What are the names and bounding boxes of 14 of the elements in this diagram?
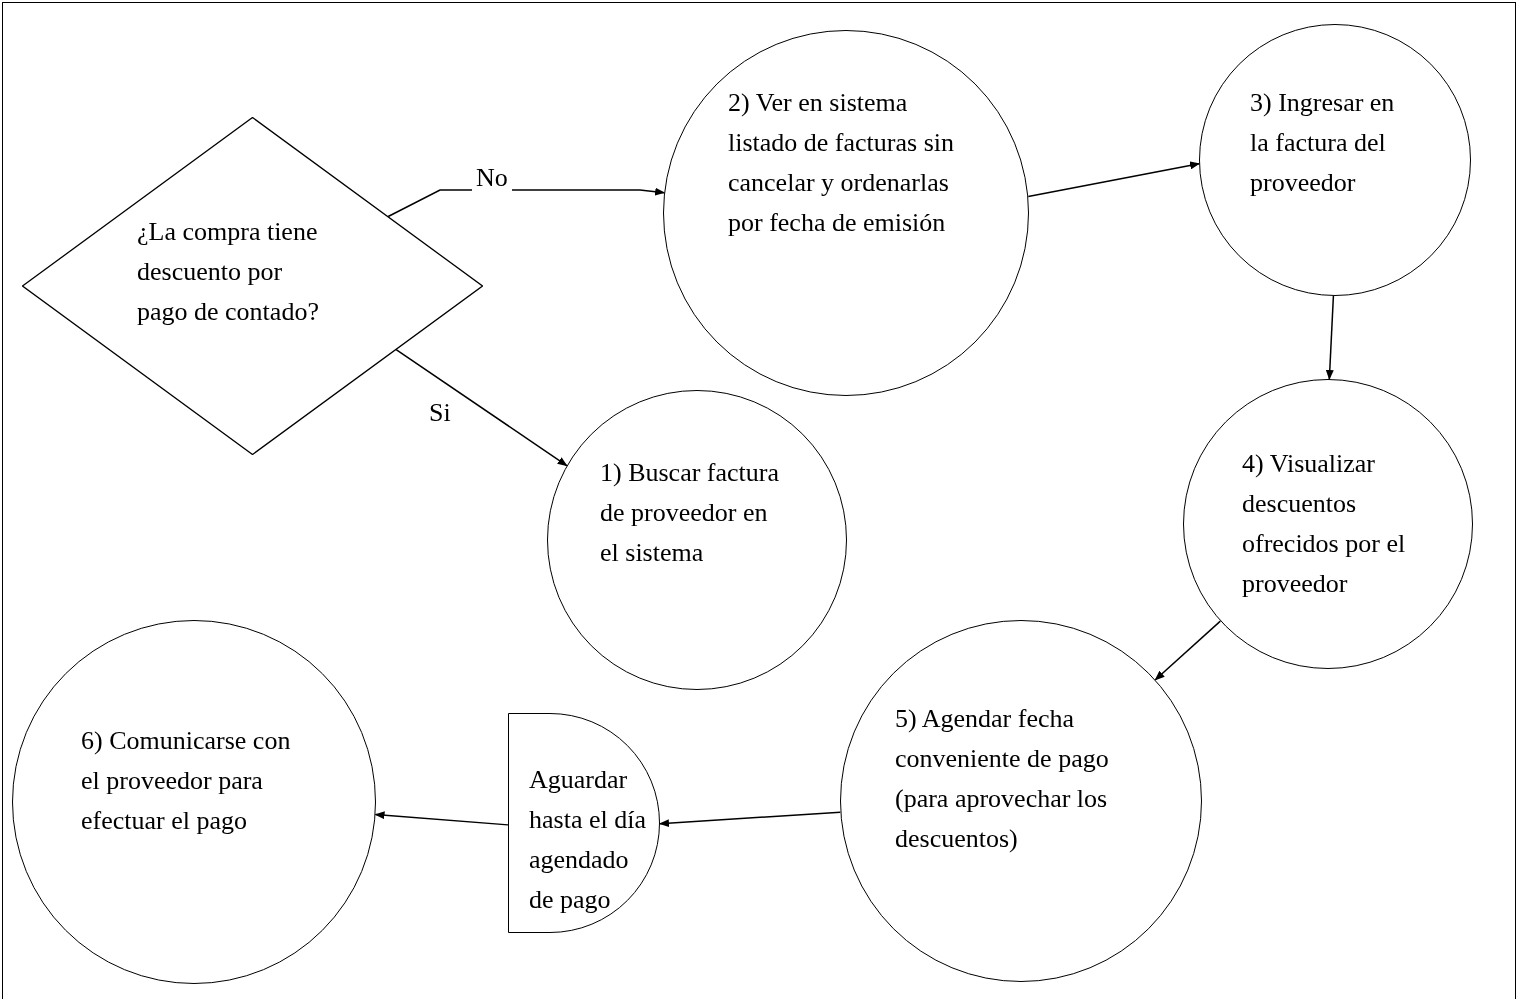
arrow — [1325, 295, 1335, 380]
node-text: 3) Ingresar en la factura del proveedor — [1250, 87, 1396, 199]
node-text: 2) Ver en sistema listado de facturas sin cancelar y ordenarlas por fecha de emisión — [728, 87, 955, 239]
node-text: 4) Visualizar descuentos ofrecidos por el proveedor — [1242, 448, 1407, 600]
node-text: ¿La compra tiene descuento por pago de contado? — [137, 216, 320, 328]
arrow — [395, 348, 568, 467]
node-text: 6) Comunicarse con el proveedor para efectuar el pago — [81, 725, 292, 837]
node-text: 5) Agendar fecha conveniente de pago (para aprovechar los descuentos) — [895, 703, 1110, 855]
arrow — [1027, 161, 1201, 198]
arrow — [659, 811, 842, 828]
node-text: Aguardar hasta el día agendado de pago — [529, 764, 647, 916]
node-text: 1) Buscar factura de proveedor en el sistema — [600, 457, 781, 569]
arrow — [374, 811, 509, 826]
arrow — [1154, 620, 1222, 681]
